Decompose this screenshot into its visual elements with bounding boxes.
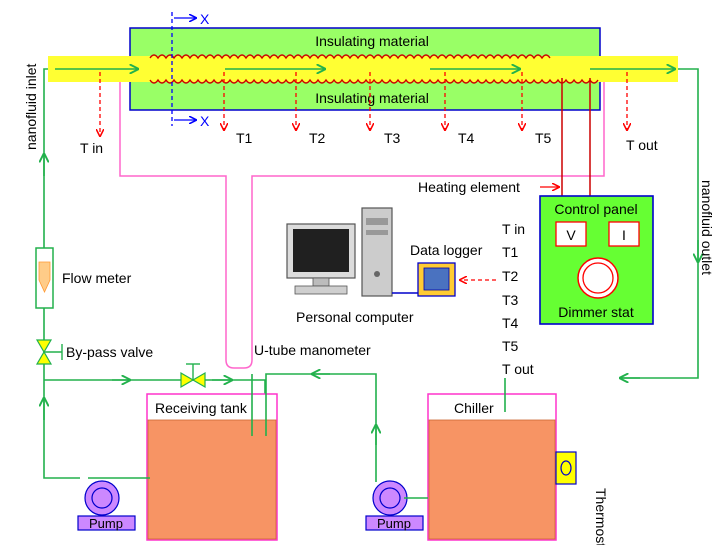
label-t-out: T out [626,137,658,153]
voltmeter-label: V [566,227,576,243]
tower-drive-2 [366,230,388,235]
data-logger-screen [423,267,450,291]
right-pump-label: Pump [377,516,411,531]
voltmeter [555,221,587,247]
bypass-valve-label: By-pass valve [66,344,153,360]
label-t2: T2 [309,130,326,146]
label-t-in: T in [80,140,103,156]
chiller-return-line [265,373,377,482]
thermostat-label: Thermostat [593,488,609,545]
heating-element-label: Heating element [418,179,520,195]
chiller-fluid [428,419,556,540]
left-pump-body [84,480,120,516]
label-t1: T1 [236,130,253,146]
left-pump-label: Pump [89,516,123,531]
logger-channel: T out [502,361,534,377]
insulating-bottom-label: Insulating material [315,90,429,106]
data-logger-label: Data logger [410,242,483,258]
logger-channel: T4 [502,315,519,331]
flow-meter-float [38,261,51,293]
right-pump-impeller [379,487,401,509]
heater-coil-top [149,54,551,60]
left-pump-base [77,515,136,531]
receiving-tank-label: Receiving tank [155,400,248,416]
ammeter-label: I [622,227,626,243]
label-t4: T4 [458,130,475,146]
right-pump-body [372,480,408,516]
section-marker-bottom: X [200,113,210,129]
chiller-label: Chiller [454,400,494,416]
control-panel-title: Control panel [554,201,637,217]
label-t3: T3 [384,130,401,146]
dimmer-stat-label: Dimmer stat [558,304,634,320]
outlet-line [620,68,699,379]
u-tube-manometer-label: U-tube manometer [254,342,371,358]
label-t5: T5 [535,130,552,146]
nanofluid-outlet-label: nanofluid outlet [699,180,715,275]
monitor-screen [293,229,349,272]
flow-meter-label: Flow meter [62,270,132,286]
tower-drive-1 [366,218,388,225]
personal-computer-label: Personal computer [296,309,414,325]
thermostat [555,451,577,485]
right-pump-base [365,515,424,531]
section-marker-top: X [200,11,210,27]
logger-channel: T in [502,221,525,237]
tower-power-button [374,271,380,277]
logger-channel: T1 [502,244,519,260]
ammeter [608,221,640,247]
insulating-top-label: Insulating material [315,33,429,49]
monitor-stand [312,277,330,287]
monitor-base [294,285,348,295]
nanofluid-inlet-label: nanofluid inlet [23,63,39,150]
receiving-tank-fluid [147,419,277,540]
u-tube-manometer-line [119,82,605,369]
logger-channel: T2 [502,268,519,284]
dimmer-knob-inner [582,262,614,294]
logger-channel: T5 [502,338,519,354]
test-section-tube [48,56,678,82]
logger-channel: T3 [502,292,519,308]
thermostat-dial [560,460,572,476]
left-pump-impeller [91,487,113,509]
